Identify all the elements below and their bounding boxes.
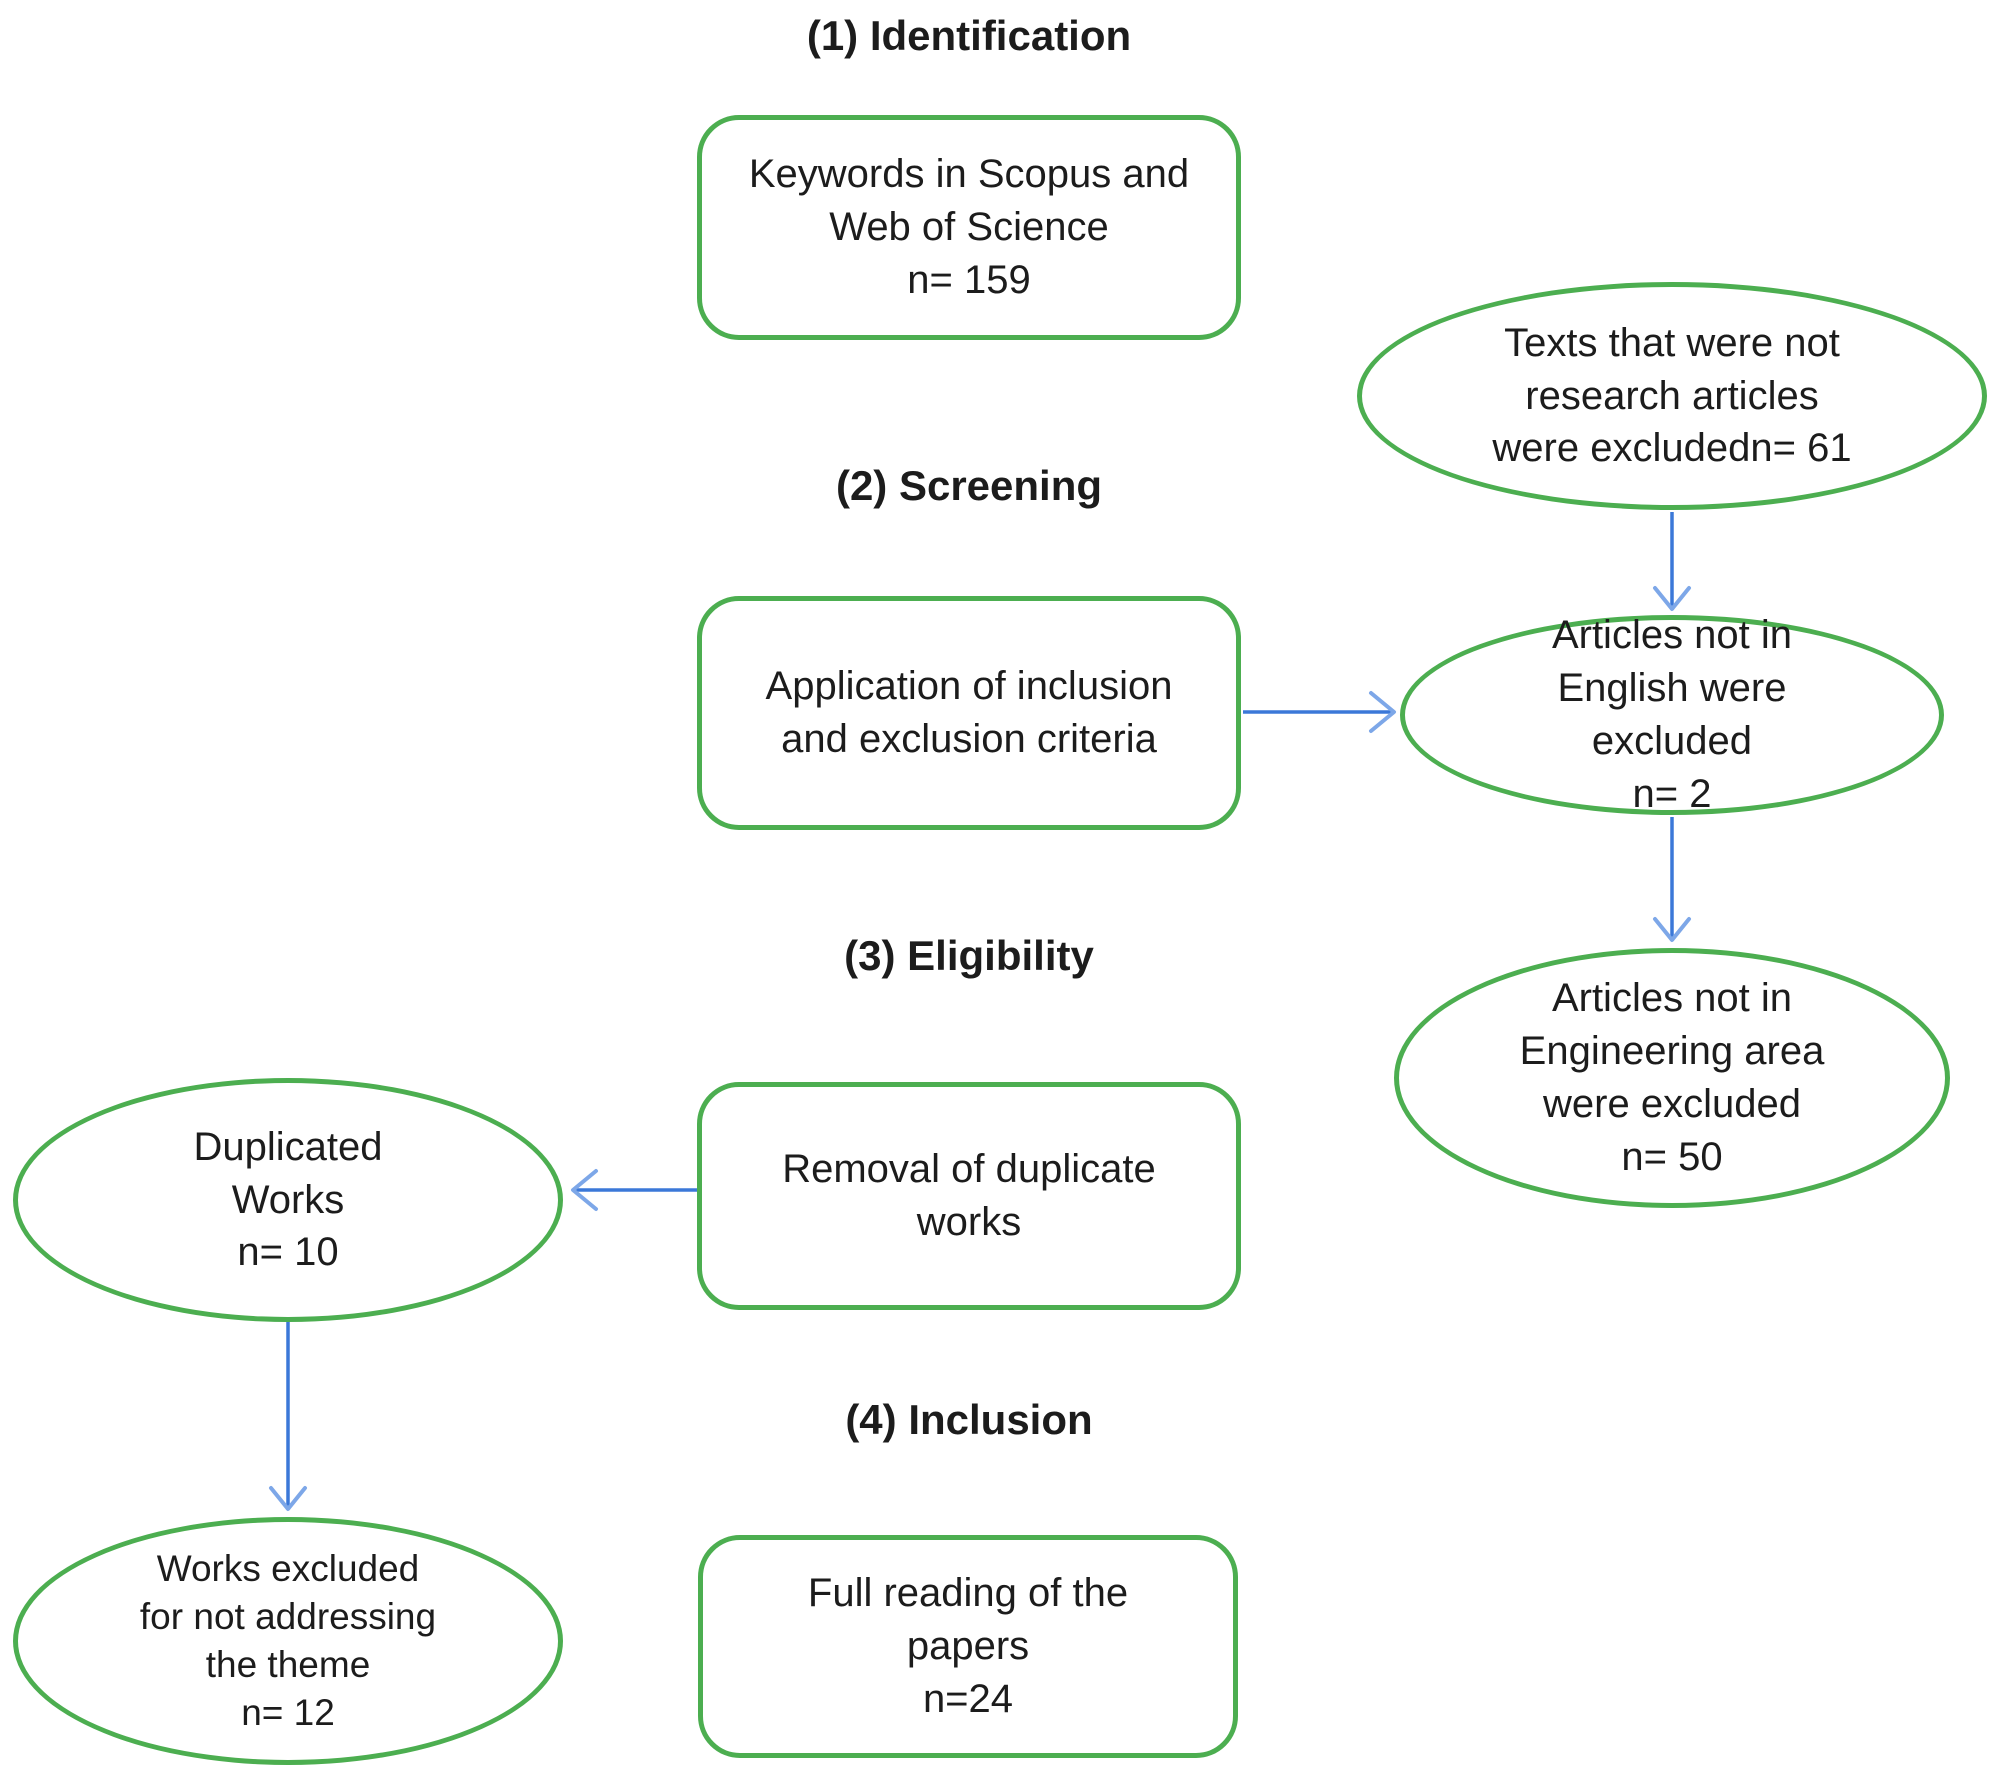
ellipse-duplicated-works: Duplicated Works n= 10 <box>13 1078 563 1322</box>
box-full-reading: Full reading of the papers n=24 <box>698 1535 1238 1758</box>
ellipse-works-not-addressing-theme: Works excluded for not addressing the th… <box>13 1517 563 1765</box>
heading-eligibility: (3) Eligibility <box>844 932 1094 979</box>
ellipse-not-engineering-label: Articles not in Engineering area were ex… <box>1519 976 1825 1179</box>
box-removal-duplicates-label: Removal of duplicate works <box>782 1147 1156 1244</box>
ellipse-not-research-articles-label: Texts that were not research articles we… <box>1492 320 1852 471</box>
box-full-reading-label: Full reading of the papers n=24 <box>807 1571 1129 1721</box>
heading-identification: (1) Identification <box>806 12 1132 59</box>
box-keywords-scopus-label: Keywords in Scopus and Web of Science n=… <box>748 152 1190 302</box>
heading-inclusion: (4) Inclusion <box>845 1396 1093 1443</box>
box-inclusion-exclusion-criteria-label: Application of inclusion and exclusion c… <box>765 664 1173 761</box>
arrow-not-research-to-not-english <box>1653 512 1691 611</box>
ellipse-not-english-label: Articles not in English were excluded n=… <box>1551 613 1793 816</box>
ellipse-works-not-addressing-theme-label: Works excluded for not addressing the th… <box>139 1547 437 1734</box>
heading-screening: (2) Screening <box>835 462 1103 509</box>
arrow-duplicated-to-works-excluded <box>269 1322 307 1511</box>
ellipse-not-english: Articles not in English were excluded n=… <box>1400 613 1944 816</box>
ellipse-not-engineering: Articles not in Engineering area were ex… <box>1394 948 1950 1208</box>
ellipse-not-research-articles: Texts that were not research articles we… <box>1357 282 1987 510</box>
arrow-not-english-to-not-engineering <box>1653 817 1691 942</box>
box-inclusion-exclusion-criteria: Application of inclusion and exclusion c… <box>697 596 1241 830</box>
arrow-removal-to-duplicated <box>571 1169 697 1211</box>
box-keywords-scopus: Keywords in Scopus and Web of Science n=… <box>697 115 1241 340</box>
box-removal-duplicates: Removal of duplicate works <box>697 1082 1241 1310</box>
arrow-criteria-to-not-english <box>1243 691 1396 733</box>
ellipse-duplicated-works-label: Duplicated Works n= 10 <box>193 1124 383 1275</box>
